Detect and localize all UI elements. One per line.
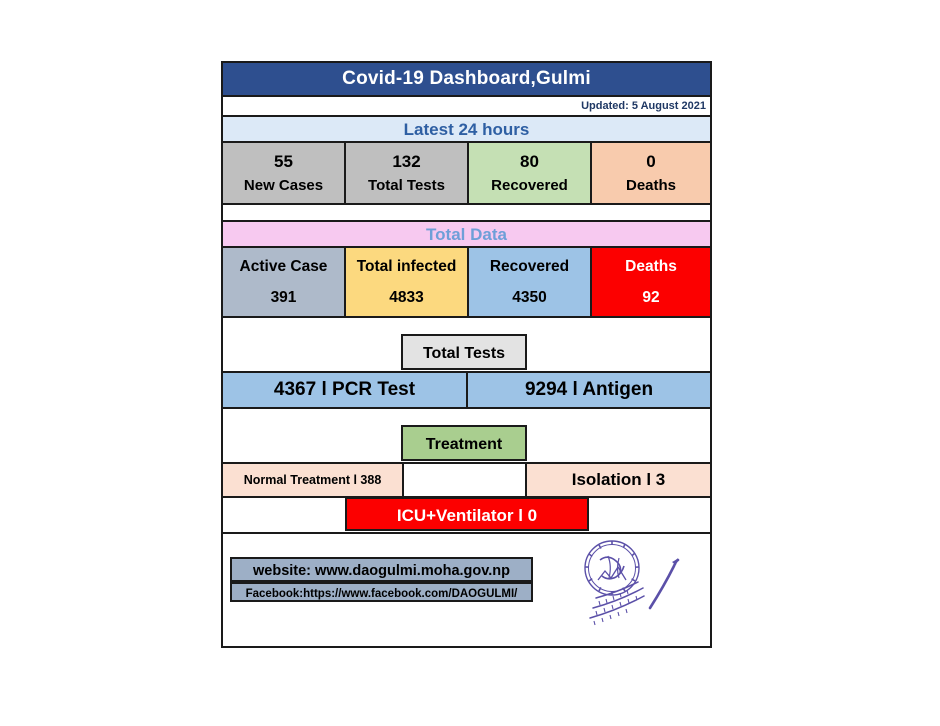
spacer-before-treatment [223, 409, 710, 426]
updated-timestamp: Updated: 5 August 2021 [581, 100, 706, 112]
treatment-detail-row: Normal Treatment l 388 Isolation l 3 [223, 464, 710, 498]
total-recovered-label: Recovered [489, 258, 570, 275]
stat-recovered-value: 80 [520, 152, 539, 171]
stat-new-cases: 55 New Cases [223, 143, 346, 203]
badge-treatment: Treatment [401, 425, 527, 461]
page-title: Covid-19 Dashboard,Gulmi [223, 63, 710, 97]
footer: website: www.daogulmi.moha.gov.np Facebo… [223, 534, 710, 634]
stat-total-tests-value: 132 [392, 152, 421, 171]
website-link[interactable]: website: www.daogulmi.moha.gov.np [230, 557, 533, 582]
covid-dashboard-card: Covid-19 Dashboard,Gulmi Updated: 5 Augu… [221, 61, 712, 648]
section-header-total-data: Total Data [223, 222, 710, 248]
total-active-case-value: 391 [270, 289, 297, 306]
stat-total-tests-label: Total Tests [368, 176, 445, 194]
total-infected-value: 4833 [389, 289, 424, 306]
treatment-badge-row: Treatment [223, 425, 710, 464]
latest-24-hours-stats-row: 55 New Cases 132 Total Tests 80 Recovere… [223, 143, 710, 205]
spacer-after-latest [223, 205, 710, 222]
stat-recovered-label: Recovered [491, 176, 568, 194]
total-infected-label: Total infected [356, 258, 457, 275]
total-deaths-value: 92 [642, 289, 660, 306]
stat-recovered: 80 Recovered [469, 143, 592, 203]
antigen-test-cell: 9294 l Antigen [468, 373, 710, 407]
total-infected: Total infected 4833 [346, 248, 469, 316]
normal-treatment-cell: Normal Treatment l 388 [223, 464, 404, 496]
stat-new-cases-value: 55 [274, 152, 293, 171]
stat-total-tests: 132 Total Tests [346, 143, 469, 203]
pcr-test-cell: 4367 l PCR Test [223, 373, 468, 407]
updated-bar: Updated: 5 August 2021 [223, 97, 710, 117]
section-header-latest-24-hours: Latest 24 hours [223, 117, 710, 143]
facebook-link[interactable]: Facebook:https://www.facebook.com/DAOGUL… [230, 582, 533, 602]
total-data-row: Active Case 391 Total infected 4833 Reco… [223, 248, 710, 318]
badge-total-tests: Total Tests [401, 334, 527, 370]
stat-deaths-label: Deaths [625, 176, 677, 194]
total-tests-badge-row: Total Tests [223, 334, 710, 373]
icu-ventilator-badge: ICU+Ventilator l 0 [345, 497, 589, 531]
spacer-before-total-tests [223, 318, 710, 335]
nepal-government-seal-logo [584, 540, 680, 626]
stat-new-cases-label: New Cases [243, 176, 324, 194]
isolation-cell: Isolation l 3 [527, 464, 710, 496]
total-recovered-value: 4350 [512, 289, 547, 306]
stat-deaths: 0 Deaths [592, 143, 710, 203]
icu-ventilator-row: ICU+Ventilator l 0 [223, 497, 710, 534]
total-active-case-label: Active Case [239, 258, 328, 275]
tests-breakdown-row: 4367 l PCR Test 9294 l Antigen [223, 373, 710, 409]
treatment-middle-cell [404, 464, 527, 496]
total-active-case: Active Case 391 [223, 248, 346, 316]
total-deaths-label: Deaths [625, 258, 677, 275]
total-recovered: Recovered 4350 [469, 248, 592, 316]
stat-deaths-value: 0 [646, 152, 656, 171]
total-deaths: Deaths 92 [592, 248, 710, 316]
